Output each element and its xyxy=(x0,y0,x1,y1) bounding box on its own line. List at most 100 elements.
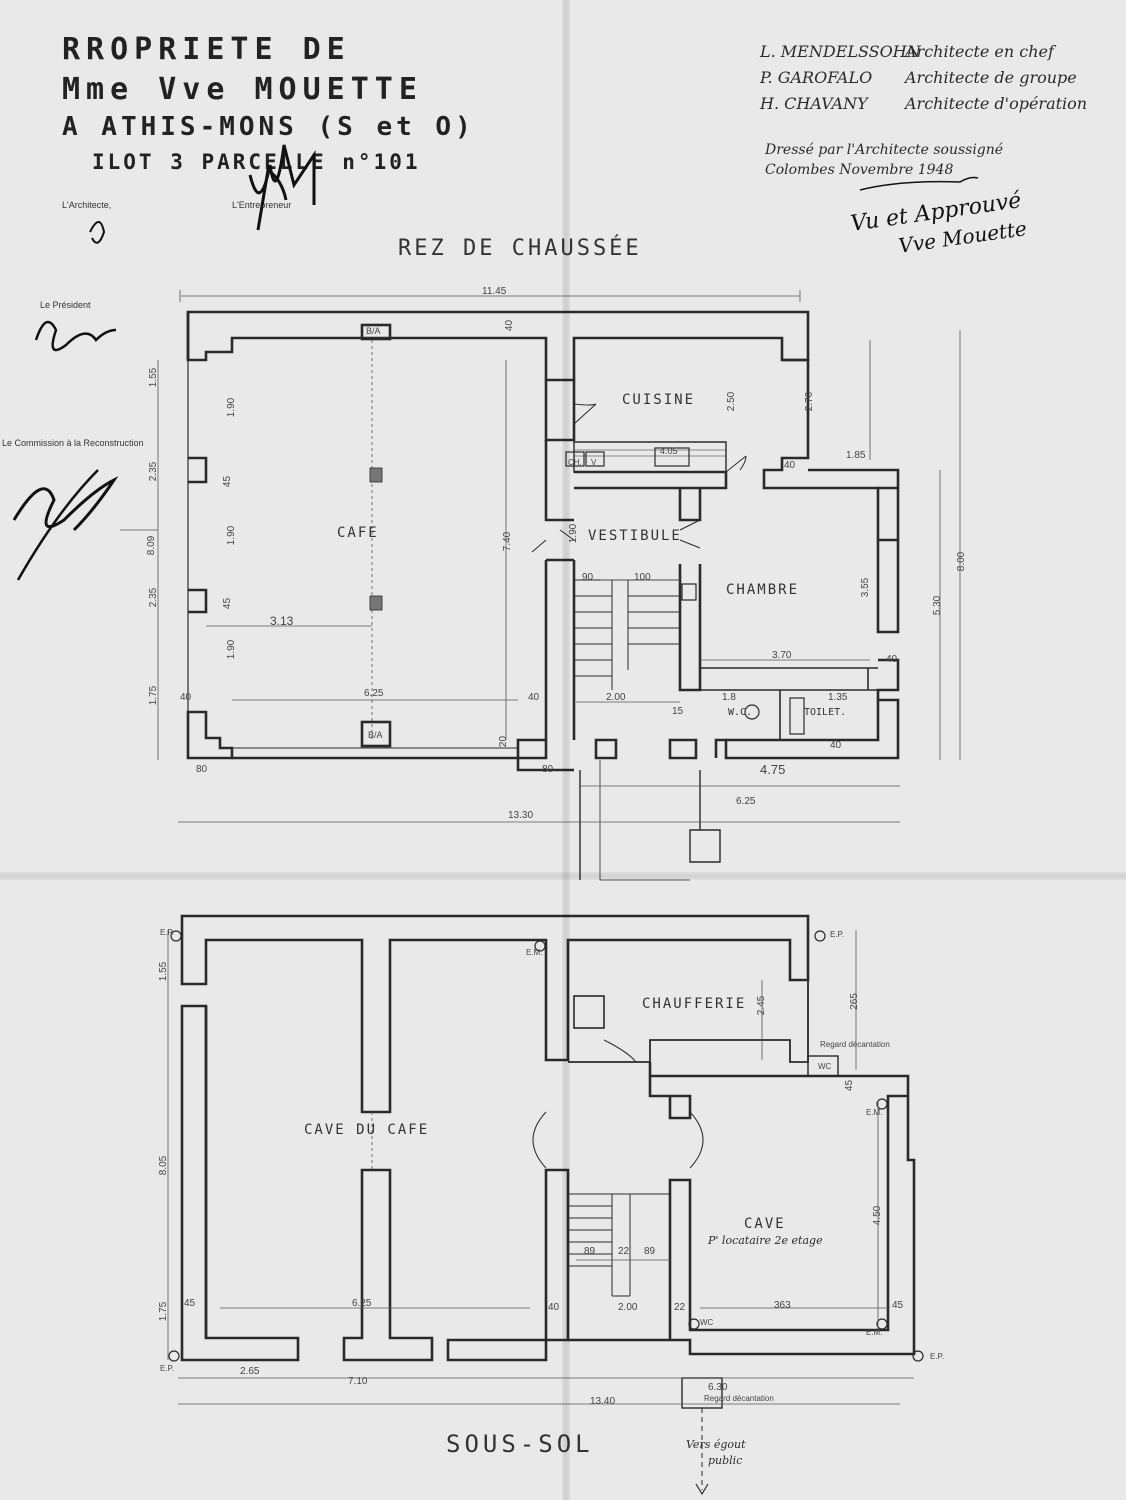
paper-fold-horizontal xyxy=(0,872,1126,880)
dim-gf-w20: 20 xyxy=(498,735,510,748)
dim-gf-overall-bottom: 13.30 xyxy=(508,810,534,821)
dim-b-chauf-265: 265 xyxy=(848,993,860,1010)
signature-marks xyxy=(12,144,979,581)
label-wc-1: WC xyxy=(700,1318,714,1327)
dim-gf-ext-185: 1.85 xyxy=(846,450,866,461)
owner-line-1: RROPRIETE DE xyxy=(62,32,351,67)
drawn-by-line-1: Dressé par l'Architecte soussigné xyxy=(765,142,1004,158)
dim-gf-chambre-d2: 5.30 xyxy=(932,595,944,616)
dim-gf-left-190a: 1.90 xyxy=(226,397,238,418)
dim-b-stair-22: 22 xyxy=(618,1246,630,1257)
room-cafe-label: CAFE xyxy=(337,525,379,541)
dim-gf-right-depth: 8.00 xyxy=(956,551,968,572)
dim-gf-right-wing-b: 6.25 xyxy=(736,796,756,807)
ground-floor-plan xyxy=(186,310,900,881)
room-cave-cafe-label: CAVE DU CAFE xyxy=(304,1122,430,1138)
dim-gf-left-155: 1.55 xyxy=(148,367,160,388)
dim-gf-cafe-width: 6.25 xyxy=(364,688,384,699)
architect-role-1: Architecte en chef xyxy=(905,42,1054,61)
owner-line-3: A ATHIS-MONS (S et O) xyxy=(62,112,475,142)
dim-gf-left-175: 1.75 xyxy=(148,685,160,706)
dim-gf-left-190b: 1.90 xyxy=(226,525,238,546)
dim-gf-counter: 4.05 xyxy=(660,446,678,456)
dim-gf-left-235b: 2.35 xyxy=(148,587,160,608)
dim-b-w-265: 2.65 xyxy=(240,1366,260,1377)
architect-name-2: P. GAROFALO xyxy=(760,68,873,87)
label-ep-tl: E.P. xyxy=(160,928,175,937)
dim-gf-stair-200: 2.00 xyxy=(606,692,626,703)
dim-b-w45-c: 45 xyxy=(844,1079,856,1092)
dim-gf-w40-b: 40 xyxy=(180,692,192,703)
dim-gf-chambre-d: 3.55 xyxy=(860,577,872,598)
paper-fold-vertical xyxy=(562,0,570,1500)
dim-gf-stair-90: 90 xyxy=(582,572,594,583)
dim-gf-left-809: 8.09 xyxy=(146,535,158,556)
dim-gf-wc-18: 1.8 xyxy=(722,692,736,703)
dim-gf-w80-a: 80 xyxy=(196,764,208,775)
dim-b-stair-89a: 89 xyxy=(584,1246,596,1257)
dim-gf-w45-a: 45 xyxy=(222,475,234,488)
commission-sig-label: Le Commission à la Reconstruction xyxy=(2,438,144,448)
fixture-ba-bottom: B/A xyxy=(368,730,383,740)
dim-gf-w40-c: 40 xyxy=(528,692,540,703)
dim-gf-left-235: 2.35 xyxy=(148,461,160,482)
room-chambre-label: CHAMBRE xyxy=(726,582,800,598)
dim-gf-cuisine-d: 2.50 xyxy=(726,391,738,412)
label-regard-2: Regard décantation xyxy=(704,1394,774,1403)
dim-b-stair-200: 2.00 xyxy=(618,1302,638,1313)
fixture-ba-top: B/A xyxy=(366,326,381,336)
fixture-v: V xyxy=(591,458,597,467)
dim-gf-overall-top: 11.45 xyxy=(482,286,507,297)
room-vestibule-label: VESTIBULE xyxy=(588,528,682,544)
dim-gf-left-190c: 1.90 xyxy=(226,639,238,660)
dim-b-chauf-245: 2.45 xyxy=(756,995,768,1016)
room-cave-label: CAVE xyxy=(744,1216,786,1232)
dim-b-regard-630: 6.30 xyxy=(708,1382,728,1393)
dim-b-w45-a: 45 xyxy=(184,1298,196,1309)
architect-name-1: L. MENDELSSOHN xyxy=(760,42,921,61)
owner-line-4: ILOT 3 PARCELLE n°101 xyxy=(92,150,421,174)
dim-b-stair-89b: 89 xyxy=(644,1246,656,1257)
dim-b-overall-bottom: 13.40 xyxy=(590,1396,616,1407)
dim-gf-w80-b: 80 xyxy=(542,764,554,775)
dim-gf-w40-a: 40 xyxy=(504,319,516,332)
room-cuisine-label: CUISINE xyxy=(622,392,696,408)
ground-stairs xyxy=(574,579,680,690)
dim-gf-cafe-depth: 7.40 xyxy=(502,531,514,552)
basement-stairs xyxy=(568,1193,670,1297)
dim-gf-w40-e: 40 xyxy=(886,654,898,665)
dim-b-cave-363: 363 xyxy=(774,1300,791,1311)
label-wc-2: WC xyxy=(818,1062,832,1071)
dim-gf-cuisine-d2: 2.70 xyxy=(804,391,816,412)
dim-b-cave-450: 4.50 xyxy=(872,1205,884,1226)
dim-gf-w40-f: 40 xyxy=(830,740,842,751)
ground-floor-title: REZ DE CHAUSSÉE xyxy=(398,236,642,261)
owner-line-2: Mme Vve MOUETTE xyxy=(62,72,423,107)
architect-sig-label: L'Architecte, xyxy=(62,200,112,210)
dim-b-d-805: 8.05 xyxy=(158,1155,170,1176)
dim-gf-w45-b: 45 xyxy=(222,597,234,610)
dim-gf-toilet-135: 1.35 xyxy=(828,692,848,703)
dim-gf-stair-100: 100 xyxy=(634,572,651,583)
room-cave-sub-label: P' locataire 2e etage xyxy=(708,1234,823,1247)
label-ep-br: E.P. xyxy=(930,1352,945,1361)
label-em-3: E.M. xyxy=(866,1328,883,1337)
label-regard-1: Regard décantation xyxy=(820,1040,890,1049)
room-toilet-label: TOILET. xyxy=(804,707,847,718)
dim-b-w40: 40 xyxy=(548,1302,560,1313)
room-chaufferie-label: CHAUFFERIE xyxy=(642,996,747,1012)
room-wc-label: W.C. xyxy=(728,707,753,718)
label-ep-tr: E.P. xyxy=(830,930,845,939)
fixture-ch: CH. xyxy=(568,458,582,467)
basement-plan xyxy=(168,914,924,1496)
dim-gf-w15: 15 xyxy=(672,706,684,717)
label-ep-bl: E.P. xyxy=(160,1364,175,1373)
basement-dimensions xyxy=(167,930,914,1405)
president-sig-label: Le Président xyxy=(40,300,91,310)
basement-title: SOUS-SOL xyxy=(446,1430,594,1458)
dim-b-d-175: 1.75 xyxy=(158,1301,170,1322)
drawn-by-line-2: Colombes Novembre 1948 xyxy=(765,162,954,178)
dim-b-w-625: 6.25 xyxy=(352,1298,372,1309)
